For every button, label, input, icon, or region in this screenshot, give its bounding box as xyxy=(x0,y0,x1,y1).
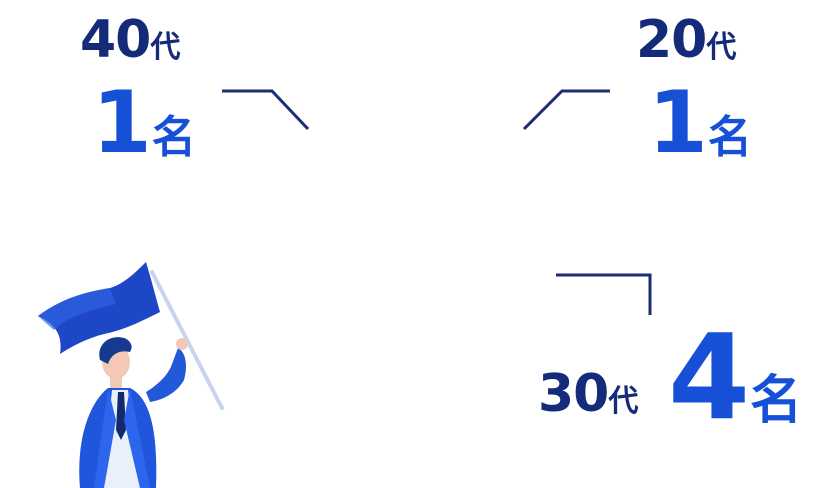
count-unit: 名 xyxy=(750,371,803,431)
count-number: 1 xyxy=(648,73,708,173)
count-unit: 名 xyxy=(151,112,196,163)
connector-line-forties xyxy=(222,89,310,131)
age-unit: 代 xyxy=(706,30,737,65)
age-label-thirties: 30代 xyxy=(538,368,638,420)
age-unit: 代 xyxy=(150,30,181,65)
count-label-twenties: 1名 xyxy=(648,80,752,166)
age-number: 40 xyxy=(80,10,151,70)
age-label-forties: 40代 xyxy=(80,14,180,66)
count-label-thirties: 4名 xyxy=(668,318,802,436)
age-unit: 代 xyxy=(608,384,639,419)
connector-line-thirties xyxy=(556,273,652,315)
count-unit: 名 xyxy=(707,112,752,163)
age-label-twenties: 20代 xyxy=(636,14,736,66)
age-number: 20 xyxy=(636,10,707,70)
count-number: 4 xyxy=(668,308,751,446)
count-label-forties: 1名 xyxy=(92,80,196,166)
count-number: 1 xyxy=(92,73,152,173)
connector-line-twenties xyxy=(522,89,610,131)
age-number: 30 xyxy=(538,364,609,424)
